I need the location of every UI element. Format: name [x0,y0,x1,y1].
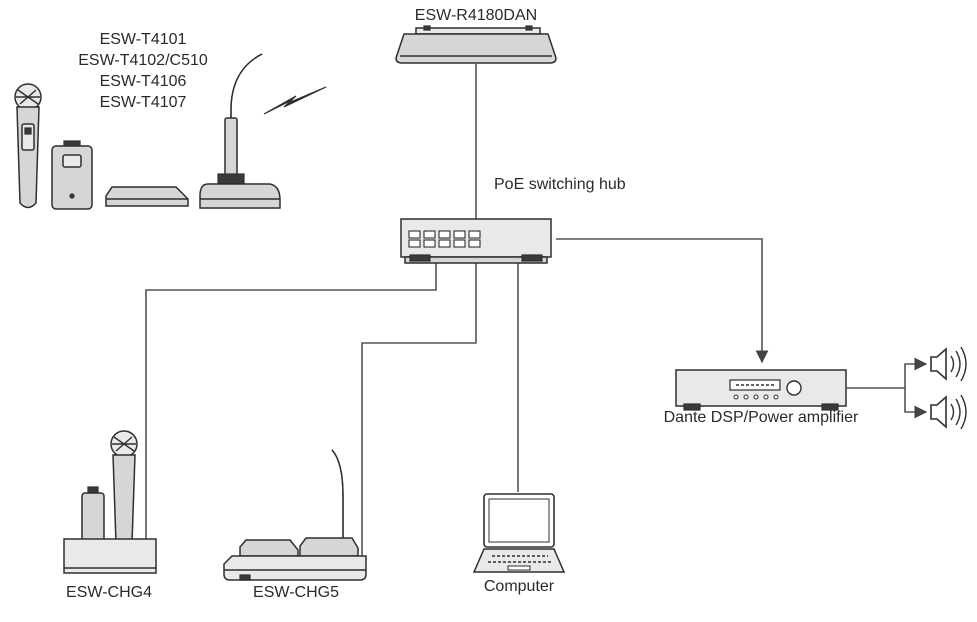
charger5-icon [223,449,367,581]
hub-label: PoE switching hub [494,176,626,193]
computer-label: Computer [484,578,555,595]
transmitter-label: ESW-T4102/C510 [78,52,208,69]
transmitter-label: ESW-T4106 [100,73,187,90]
charger4-icon [63,430,157,574]
wire-speaker-bottom [904,388,928,419]
speaker-icon [930,346,967,382]
connection-lines [145,64,928,556]
wire-speaker-top [904,357,928,388]
charger5-label: ESW-CHG5 [253,584,339,601]
handheld-mic-icon [14,83,42,209]
amplifier-icon [675,369,847,411]
transmitter-labels: ESW-T4101 ESW-T4102/C510 ESW-T4106 ESW-T… [78,31,208,111]
speaker-icon [930,394,967,430]
bodypack-transmitter-icon [51,140,93,210]
wire-hub-charger5 [361,262,477,556]
gooseneck-mic-icon [199,53,281,209]
receiver-label: ESW-R4180DAN [415,7,537,24]
receiver-device [395,25,557,64]
laptop-icon [472,493,566,573]
transmitter-label: ESW-T4101 [100,31,187,48]
boundary-mic-icon [105,186,189,207]
wire-hub-amplifier [556,238,769,364]
charger4-label: ESW-CHG4 [66,584,152,601]
wire-hub-charger4 [145,262,437,540]
amplifier-label: Dante DSP/Power amplifier [664,409,859,426]
poe-switch-icon [400,218,552,264]
wireless-signal-icon [263,86,327,115]
transmitter-label: ESW-T4107 [100,94,187,111]
